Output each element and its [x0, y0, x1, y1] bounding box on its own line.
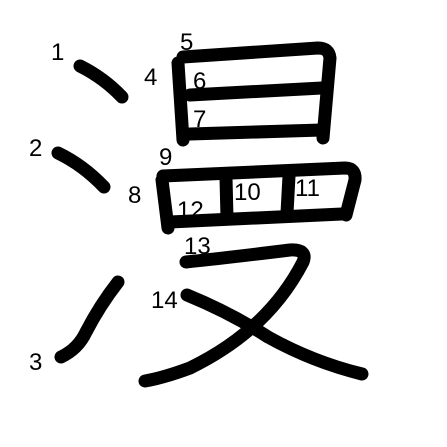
- stroke-label-12: 12: [177, 197, 204, 224]
- stroke-label-9: 9: [159, 144, 172, 171]
- stroke-10: [219, 171, 234, 225]
- stroke-label-7: 7: [193, 106, 206, 133]
- stroke-label-4: 4: [144, 64, 157, 91]
- stroke-2: [51, 146, 111, 194]
- strokes: [51, 41, 369, 388]
- stroke-11: [280, 169, 296, 220]
- stroke-label-6: 6: [193, 68, 206, 95]
- stroke-5: [176, 41, 337, 145]
- stroke-label-13: 13: [184, 233, 211, 260]
- stroke-label-5: 5: [180, 29, 193, 56]
- stroke-label-8: 8: [128, 182, 141, 209]
- stroke-label-11: 11: [295, 175, 320, 202]
- stroke-3: [54, 275, 125, 364]
- stroke-4: [171, 56, 190, 147]
- stroke-6: [183, 81, 329, 102]
- stroke-label-14: 14: [151, 287, 178, 314]
- stroke-label-10: 10: [234, 179, 261, 206]
- stroke-14: [180, 288, 369, 381]
- stroke-9: [156, 161, 362, 222]
- stroke-7: [183, 123, 329, 141]
- stroke-13: [138, 243, 311, 388]
- stroke-label-1: 1: [51, 39, 64, 66]
- stroke-label-3: 3: [29, 349, 42, 376]
- stroke-1: [73, 59, 129, 104]
- stroke-labels: 1 2 3 4 5 6 7 8 9 10 11 12 13 14: [29, 29, 320, 376]
- stroke-label-2: 2: [29, 135, 42, 162]
- stroke-12: [163, 207, 349, 229]
